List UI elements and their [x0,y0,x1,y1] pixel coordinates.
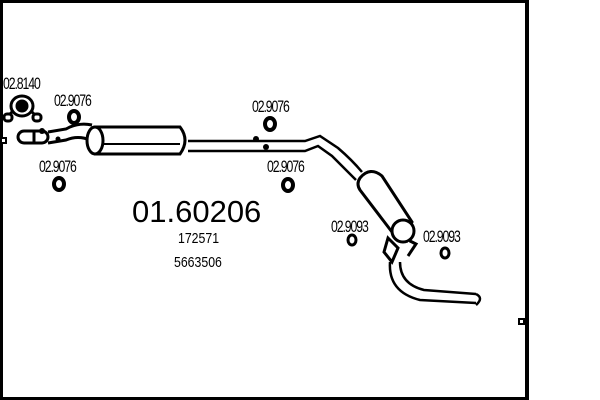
oe-number-1: 172571 [178,230,220,247]
label-gasket-2: 02.9093 [423,227,461,246]
label-gasket-1: 02.9093 [331,217,369,236]
clamp-icon [2,94,43,123]
pipe-brackets [39,128,269,150]
oe-number-2: 5663506 [174,254,222,271]
rear-muffler [356,170,419,265]
label-hanger-4: 02.9076 [267,157,305,176]
tail-pipe [388,261,482,306]
label-hanger-2: 02.9076 [39,157,77,176]
gasket-ring-icons [346,233,451,260]
label-hanger-3: 02.9076 [252,97,290,116]
label-clamp: 02.8140 [3,74,41,93]
front-muffler [85,125,187,156]
connector-right-marker [518,318,525,325]
middle-pipe [188,134,363,181]
diagram-frame [0,0,529,400]
front-pipe [16,122,93,145]
hanger-ring-icons [52,109,295,193]
label-hanger-1: 02.9076 [54,91,92,110]
main-part-number: 01.60206 [132,194,262,229]
connector-left-marker [0,137,7,144]
